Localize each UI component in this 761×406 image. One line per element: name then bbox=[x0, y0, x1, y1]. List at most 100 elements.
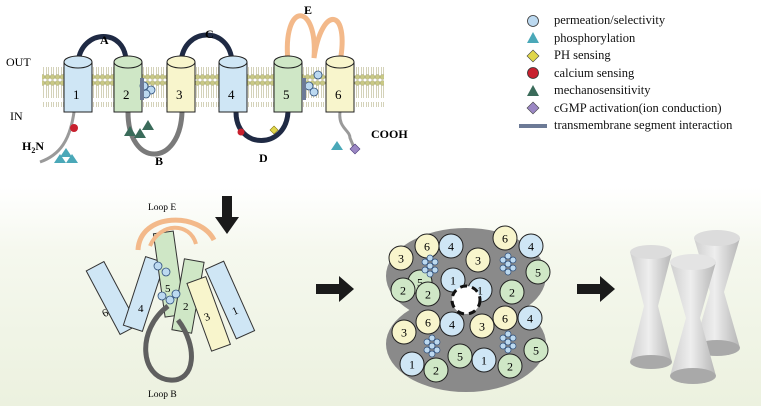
helix-number-6: 6 bbox=[335, 87, 342, 102]
phosphorylation-marker bbox=[54, 154, 66, 163]
triangle-dark-green-icon bbox=[518, 84, 548, 98]
loop-e-caption: Loop E bbox=[148, 203, 176, 213]
top-view-helix-6 bbox=[492, 305, 518, 331]
top-view-helix-number: 2 bbox=[400, 284, 406, 298]
tilted-helix-4 bbox=[122, 256, 166, 332]
ph-site-marker bbox=[269, 125, 279, 135]
top-view-helix-number: 6 bbox=[502, 232, 508, 246]
hexamer-cylinders bbox=[630, 230, 740, 384]
top-view-helix-number: 1 bbox=[477, 284, 483, 298]
top-view-helix-5 bbox=[523, 337, 549, 363]
top-view-site-marker bbox=[433, 338, 441, 346]
top-view-site-marker bbox=[428, 334, 436, 342]
folded-monomer bbox=[85, 217, 256, 383]
top-view-site-marker bbox=[428, 342, 436, 350]
loop-b-caption: Loop B bbox=[148, 390, 177, 400]
helix-6 bbox=[325, 55, 355, 113]
folded-loop-e bbox=[135, 217, 217, 251]
top-view-helix-number: 3 bbox=[401, 326, 407, 340]
top-view-site-marker bbox=[504, 252, 512, 260]
legend-item: PH sensing bbox=[518, 47, 758, 65]
top-view-site-marker bbox=[509, 342, 517, 350]
top-view-site-marker bbox=[423, 338, 431, 346]
hourglass-channel bbox=[630, 245, 672, 369]
legend-item: transmembrane segment interaction bbox=[518, 117, 758, 135]
helix-number-1: 1 bbox=[73, 87, 80, 102]
phosphorylation-marker bbox=[60, 148, 72, 157]
calcium-site-marker bbox=[237, 128, 245, 136]
legend-label: cGMP activation(ion conduction) bbox=[554, 100, 722, 115]
top-view-helix-number: 5 bbox=[457, 350, 463, 364]
top-view-helix-number: 1 bbox=[450, 274, 456, 288]
in-label: IN bbox=[10, 109, 23, 123]
top-view-site-marker bbox=[504, 268, 512, 276]
top-view-site-marker bbox=[499, 334, 507, 342]
top-view-site-marker bbox=[504, 330, 512, 338]
top-view-helix-number: 6 bbox=[502, 312, 508, 326]
top-view-helix-number: 6 bbox=[424, 240, 430, 254]
top-view-site-marker bbox=[421, 266, 429, 274]
mechanosensitivity-marker bbox=[124, 126, 136, 136]
top-view-site-marker bbox=[509, 264, 517, 272]
top-view-helix-4 bbox=[439, 311, 465, 337]
mechanosensitivity-marker bbox=[142, 120, 154, 130]
loop-letter-a: A bbox=[100, 33, 109, 47]
top-view-helix-number: 1 bbox=[409, 358, 415, 372]
right-arrow-1 bbox=[316, 276, 354, 302]
helix-4 bbox=[218, 55, 248, 113]
out-label: OUT bbox=[6, 55, 31, 69]
central-pore bbox=[450, 284, 482, 316]
folded-loop-b bbox=[143, 304, 194, 383]
top-view-helix-6 bbox=[492, 225, 518, 251]
top-view-helix-5 bbox=[525, 259, 551, 285]
top-view-helix-number: 5 bbox=[533, 344, 539, 358]
folded-site-marker bbox=[161, 267, 171, 277]
tilted-helix-number-2: 2 bbox=[183, 301, 189, 313]
tilted-helix-number-4: 4 bbox=[138, 303, 144, 315]
mechanosensitivity-marker bbox=[134, 128, 146, 138]
legend-label: PH sensing bbox=[554, 48, 611, 63]
top-view-helix-number: 3 bbox=[475, 254, 481, 268]
top-view-helix-number: 3 bbox=[398, 252, 404, 266]
hourglass-channel bbox=[670, 254, 716, 384]
right-arrow-2 bbox=[577, 276, 615, 302]
folded-loop-e-2 bbox=[148, 225, 198, 247]
loop-letter-d: D bbox=[259, 151, 268, 165]
top-view-helix-3 bbox=[391, 319, 417, 345]
legend-label: permeation/selectivity bbox=[554, 13, 666, 28]
legend-item: calcium sensing bbox=[518, 65, 758, 83]
top-view-site-marker bbox=[428, 350, 436, 358]
down-arrow bbox=[215, 196, 239, 234]
circle-light-blue-icon bbox=[518, 14, 548, 28]
legend-label: phosphorylation bbox=[554, 30, 636, 45]
legend-item: cGMP activation(ion conduction) bbox=[518, 100, 758, 118]
legend-label: calcium sensing bbox=[554, 65, 635, 80]
circle-red-icon bbox=[518, 66, 548, 80]
top-view-helix-2 bbox=[497, 353, 523, 379]
top-view-site-marker bbox=[426, 262, 434, 270]
helix-2 bbox=[113, 55, 143, 113]
legend-label: mechanosensitivity bbox=[554, 83, 651, 98]
loop-d bbox=[233, 111, 291, 143]
top-view-site-marker bbox=[504, 338, 512, 346]
top-view-helix-number: 2 bbox=[425, 288, 431, 302]
tilted-helix-number-3: 3 bbox=[203, 311, 213, 324]
n-terminus-label: H2N bbox=[22, 139, 44, 155]
helix-number-4: 4 bbox=[228, 87, 235, 102]
top-view-site-marker bbox=[421, 258, 429, 266]
top-view-helix-4 bbox=[517, 305, 543, 331]
top-view-helix-number: 5 bbox=[417, 276, 423, 290]
helix-5 bbox=[273, 55, 303, 113]
legend-label: transmembrane segment interaction bbox=[554, 118, 733, 133]
segment-interaction-marker bbox=[302, 78, 306, 100]
loop-c bbox=[178, 32, 235, 63]
cgmp-site-marker bbox=[349, 143, 361, 155]
calcium-site-marker bbox=[70, 124, 78, 132]
phosphorylation-marker bbox=[66, 154, 78, 163]
c-terminus-label: COOH bbox=[371, 127, 408, 141]
top-view-helix-number: 4 bbox=[528, 240, 534, 254]
loop-a bbox=[75, 34, 129, 63]
top-view-helix-5 bbox=[447, 343, 473, 369]
